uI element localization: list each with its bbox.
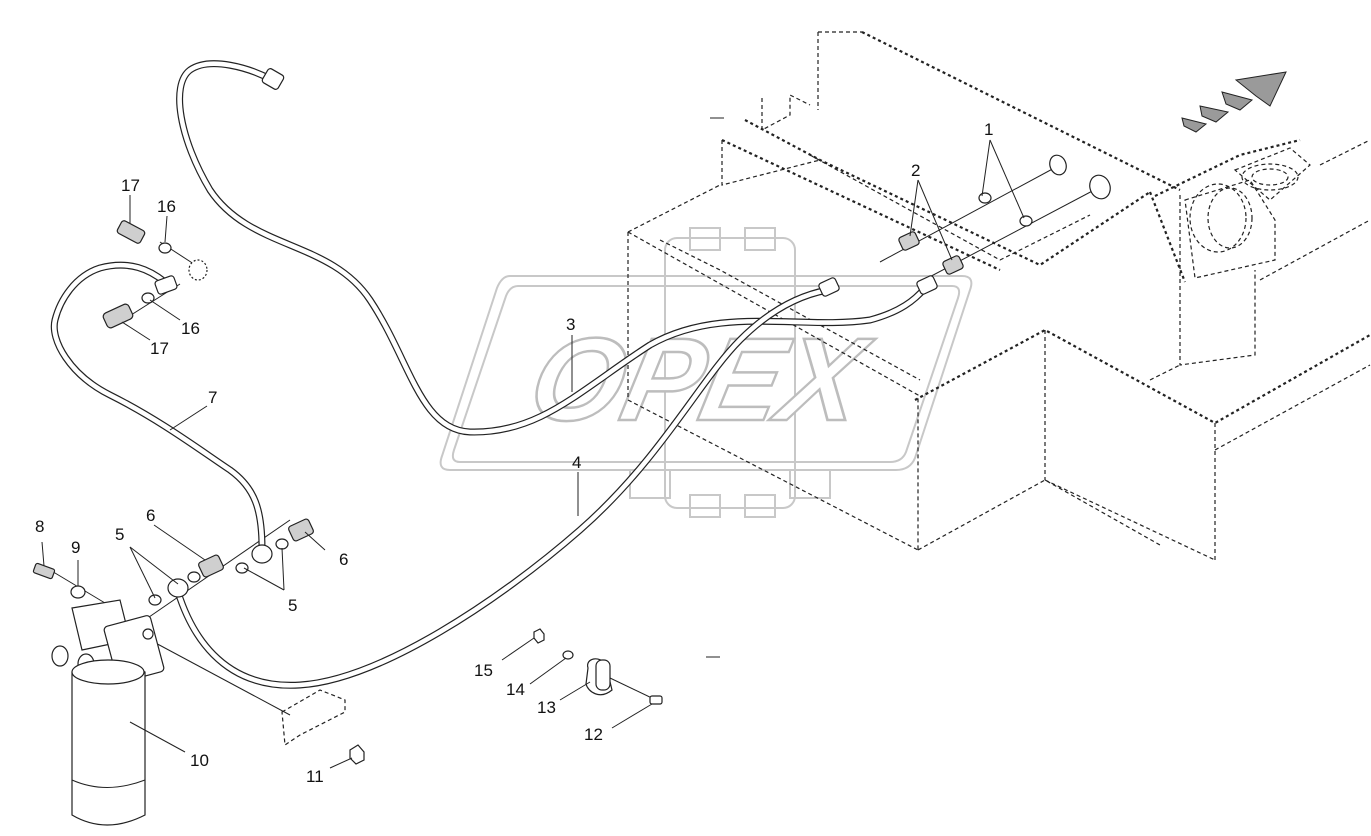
callout-15: 15 (474, 661, 493, 680)
callout-17-lower: 17 (150, 339, 169, 358)
callout-6-left: 6 (146, 506, 155, 525)
gear-watermark-icon (629, 227, 831, 518)
callout-leaders (41, 139, 1025, 769)
callout-16-lower: 16 (181, 319, 200, 338)
callout-5-upper: 5 (115, 525, 124, 544)
connector-2-parts (898, 231, 964, 275)
callout-2: 2 (911, 161, 920, 180)
callout-8: 8 (35, 517, 44, 536)
callout-12: 12 (584, 725, 603, 744)
callout-4: 4 (572, 453, 581, 472)
clamp-12-15 (533, 628, 663, 705)
callout-9: 9 (71, 538, 80, 557)
callout-7: 7 (208, 388, 217, 407)
stray-marks (706, 117, 724, 658)
fittings-5-6 (148, 518, 314, 606)
callout-16-upper: 16 (157, 197, 176, 216)
fuel-filter-10 (51, 599, 165, 826)
watermark-text: OPEX (519, 314, 881, 446)
callout-17-upper: 17 (121, 176, 140, 195)
callout-14: 14 (506, 680, 525, 699)
filter-head-bolts (32, 562, 86, 599)
callout-10: 10 (190, 751, 209, 770)
callout-3: 3 (566, 315, 575, 334)
callout-13: 13 (537, 698, 556, 717)
fuel-tank-outline (627, 31, 1371, 561)
fuel-pipes (50, 60, 929, 689)
callout-6-right: 6 (339, 550, 348, 569)
pipe-end-nut-3 (261, 68, 285, 90)
fittings-16-17 (102, 220, 208, 329)
watermark-frame (439, 275, 973, 471)
direction-arrow-icon (1181, 71, 1287, 133)
callout-1: 1 (984, 120, 993, 139)
bracket-and-nut-11 (281, 689, 365, 765)
callout-labels: 1 2 3 4 5 5 6 6 7 8 9 10 11 12 13 14 15 … (35, 120, 993, 786)
union-nuts (818, 275, 938, 297)
opex-watermark: OPEX (439, 227, 973, 518)
callout-11: 11 (306, 767, 324, 786)
callout-5-lower: 5 (288, 596, 297, 615)
pipe-7 (50, 261, 266, 552)
